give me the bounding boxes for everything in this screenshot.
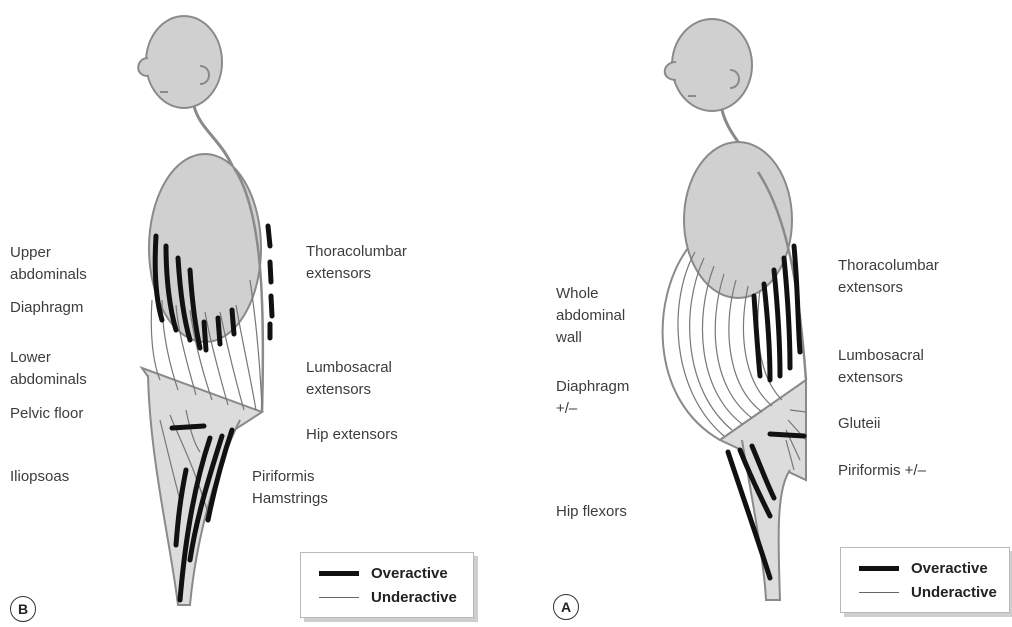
underactive-swatch [859, 592, 899, 593]
label-piriformis-hamstrings: Piriformis Hamstrings [252, 466, 328, 510]
label-lumbosacral-extensors-b: Lumbosacral extensors [306, 357, 392, 401]
legend-panel-b: Overactive Underactive [300, 552, 474, 618]
label-iliopsoas: Iliopsoas [10, 466, 69, 488]
label-gluteii: Gluteii [838, 413, 881, 435]
label-thoracolumbar-extensors-a: Thoracolumbar extensors [838, 255, 939, 299]
underactive-swatch [319, 597, 359, 598]
label-lumbosacral-extensors-a: Lumbosacral extensors [838, 345, 924, 389]
legend-a-underactive: Underactive [841, 582, 1009, 604]
label-pelvic-floor: Pelvic floor [10, 403, 83, 425]
legend-b-overactive-text: Overactive [371, 563, 448, 585]
legend-a-overactive-text: Overactive [911, 558, 988, 580]
panel-letter-b: B [10, 596, 36, 622]
panel-letter-a: A [553, 594, 579, 620]
label-piriformis-a: Piriformis +/– [838, 460, 926, 482]
label-diaphragm: Diaphragm [10, 297, 83, 319]
panel-a-head [665, 19, 752, 111]
legend-a-underactive-text: Underactive [911, 582, 997, 604]
legend-a-overactive: Overactive [841, 558, 1009, 580]
panel-b-figure [138, 16, 272, 605]
panel-b-head [138, 16, 222, 108]
label-upper-abdominals: Upper abdominals [10, 242, 87, 286]
label-hip-extensors: Hip extensors [306, 424, 398, 446]
legend-b-underactive: Underactive [301, 587, 473, 609]
overactive-swatch [319, 571, 359, 576]
legend-b-underactive-text: Underactive [371, 587, 457, 609]
label-thoracolumbar-extensors-b: Thoracolumbar extensors [306, 241, 407, 285]
label-diaphragm-a: Diaphragm +/– [556, 376, 629, 420]
panel-a-figure [663, 19, 806, 600]
label-hip-flexors: Hip flexors [556, 501, 627, 523]
label-whole-abdominal-wall: Whole abdominal wall [556, 283, 625, 349]
legend-panel-a: Overactive Underactive [840, 547, 1010, 613]
legend-b-overactive: Overactive [301, 563, 473, 585]
overactive-swatch [859, 566, 899, 571]
label-lower-abdominals: Lower abdominals [10, 347, 87, 391]
